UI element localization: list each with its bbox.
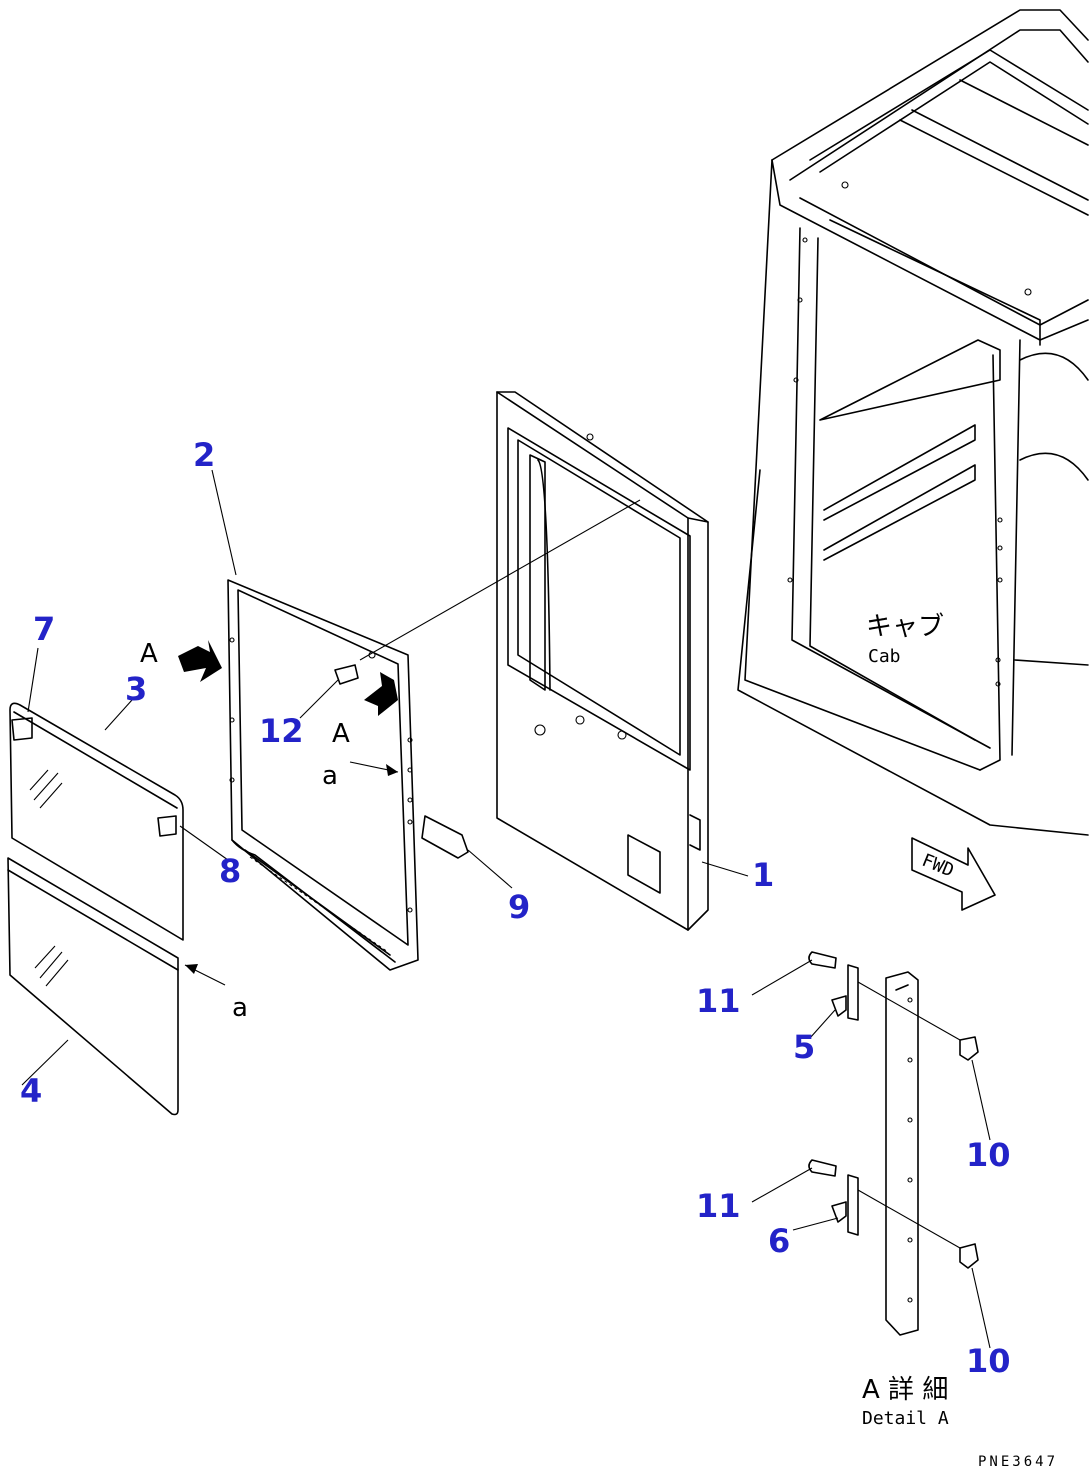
latch-bolt	[334, 664, 469, 859]
view-arrow-a-left-icon	[178, 640, 222, 682]
view-label-a-right: A	[332, 719, 350, 749]
arrow-label-a-lower: a	[232, 993, 248, 1023]
door-frame	[496, 391, 709, 931]
callout-7: 7	[33, 610, 55, 648]
callout-leaders	[21, 469, 991, 1349]
arrow-a-upper-icon	[349, 761, 399, 776]
callout-11-lower: 11	[696, 1187, 741, 1225]
view-label-a-left: A	[140, 639, 158, 669]
fwd-label: FWD	[919, 850, 957, 882]
callout-2: 2	[193, 436, 215, 474]
arrow-a-lower-icon	[184, 964, 226, 986]
detail-label-en: Detail A	[862, 1408, 949, 1429]
detail-label-jp: A 詳 細	[862, 1375, 948, 1405]
callout-6: 6	[768, 1222, 790, 1260]
fwd-arrow-icon	[911, 837, 996, 911]
hinge-plate	[885, 971, 919, 1336]
cab-label-jp: キャブ	[866, 612, 944, 642]
view-arrow-a-right-icon	[364, 672, 398, 716]
drawing-number: PNE3647	[978, 1454, 1058, 1470]
callout-9: 9	[508, 888, 530, 926]
cab-label-en: Cab	[868, 646, 901, 667]
callout-12: 12	[259, 712, 304, 750]
callout-1: 1	[752, 856, 774, 894]
assembly-leader-line	[359, 499, 641, 661]
glass-lower	[7, 857, 179, 1116]
callout-4: 4	[20, 1072, 42, 1110]
window-frame	[227, 579, 419, 971]
glass-upper	[9, 702, 184, 941]
hinge-lower	[808, 1159, 979, 1269]
callout-3: 3	[125, 670, 147, 708]
callout-5: 5	[793, 1028, 815, 1066]
callout-10-upper: 10	[966, 1136, 1011, 1174]
callout-11-upper: 11	[696, 982, 741, 1020]
hinge-upper	[808, 951, 979, 1061]
arrow-label-a-upper: a	[322, 761, 338, 791]
callout-10-lower: 10	[966, 1342, 1011, 1380]
callout-8: 8	[219, 852, 241, 890]
cab-body	[737, 9, 1089, 836]
